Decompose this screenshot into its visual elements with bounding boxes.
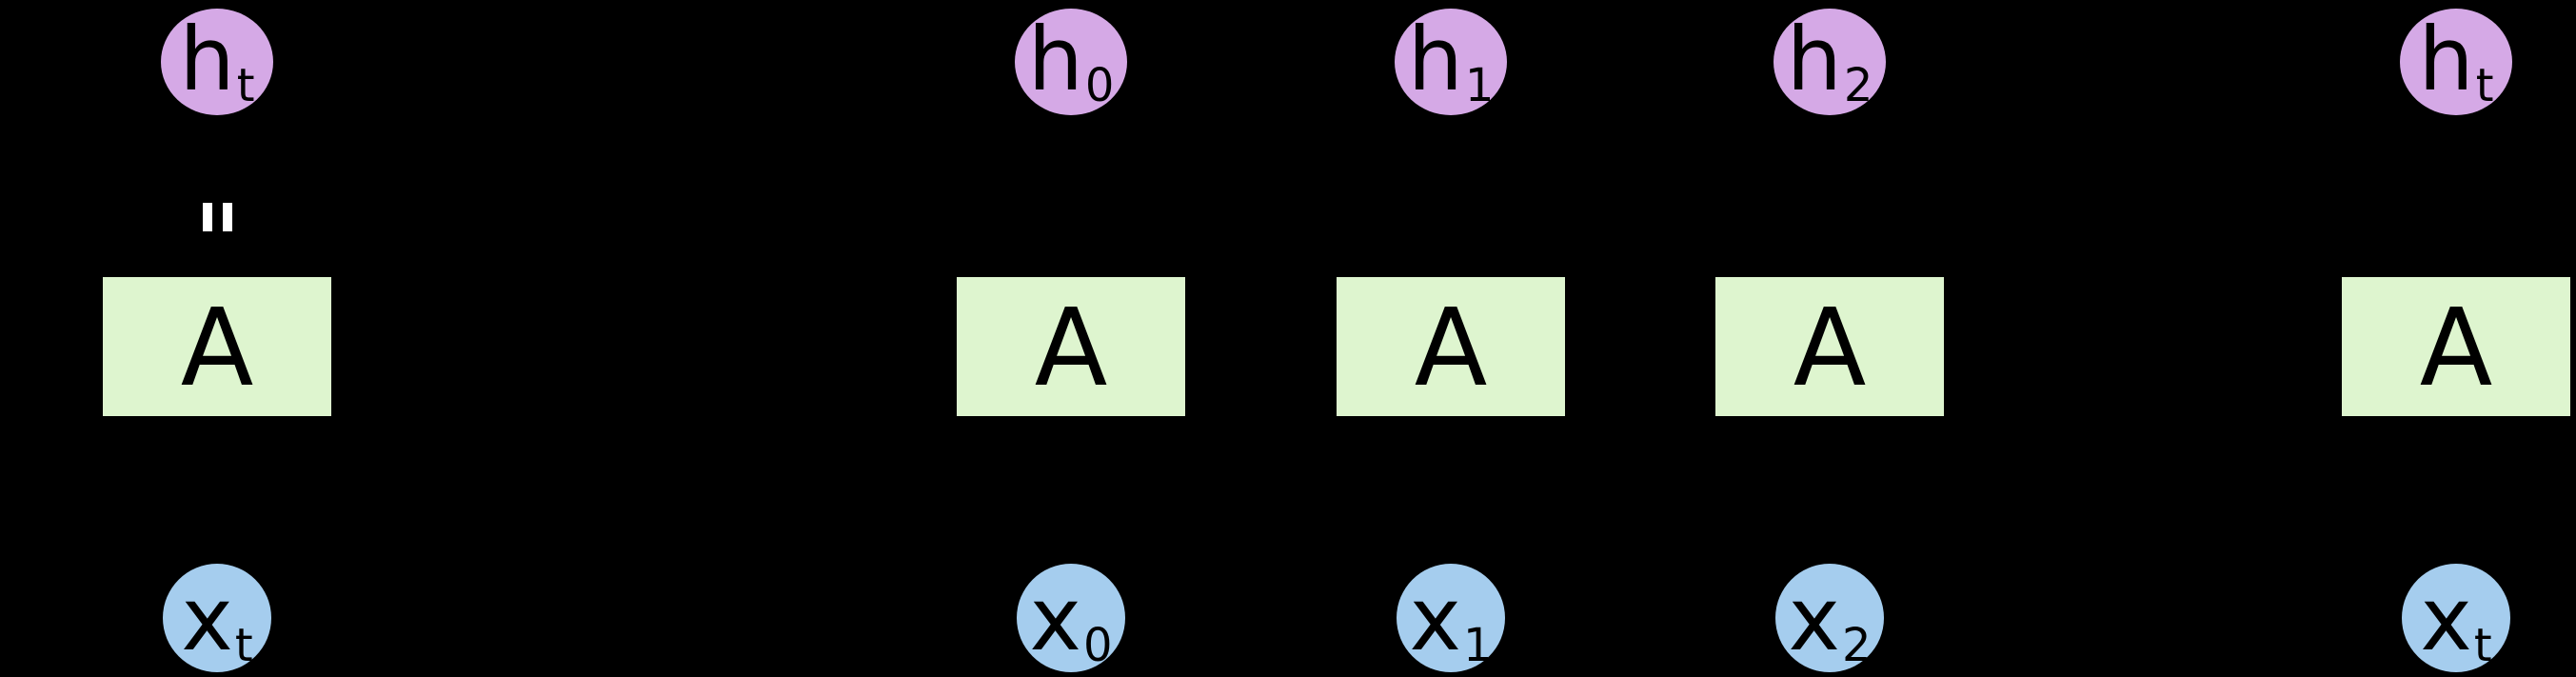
rnn-cell-box: A	[957, 277, 1185, 416]
input-label: x 2	[1788, 568, 1872, 670]
hidden-state-label: h t	[179, 9, 254, 110]
input-subscript: t	[2473, 619, 2492, 672]
hidden-state-subscript: 1	[1464, 59, 1495, 112]
hidden-state-node: h 2	[1773, 9, 1886, 115]
hidden-state-subscript: t	[2475, 59, 2494, 112]
input-label: x 0	[1029, 568, 1113, 670]
hidden-state-letter: h	[2418, 9, 2474, 110]
input-node: x t	[163, 564, 271, 672]
input-node: x t	[2402, 564, 2510, 672]
hidden-state-label: h 2	[1786, 9, 1873, 110]
rnn-cell-label: A	[1793, 287, 1867, 410]
equals-bar-left	[203, 203, 212, 231]
input-letter: x	[1409, 568, 1461, 670]
hidden-state-label: h 1	[1407, 9, 1495, 110]
hidden-state-node: h t	[2400, 9, 2512, 115]
input-node: x 1	[1397, 564, 1505, 672]
input-letter: x	[2420, 568, 2472, 670]
rnn-cell-box: A	[2342, 277, 2570, 416]
rnn-cell-label: A	[1034, 287, 1108, 410]
input-subscript: 0	[1082, 619, 1113, 672]
input-label: x t	[181, 568, 252, 670]
input-subscript: t	[234, 619, 253, 672]
rnn-cell-label: A	[1414, 287, 1488, 410]
hidden-state-letter: h	[1027, 9, 1083, 110]
rnn-cell-box: A	[1715, 277, 1944, 416]
hidden-state-label: h 0	[1027, 9, 1115, 110]
hidden-state-label: h t	[2418, 9, 2493, 110]
input-node: x 0	[1017, 564, 1125, 672]
hidden-state-node: h t	[161, 9, 273, 115]
hidden-state-node: h 1	[1395, 9, 1507, 115]
equals-bar-right	[223, 203, 232, 231]
hidden-state-node: h 0	[1015, 9, 1127, 115]
hidden-state-subscript: 2	[1843, 59, 1873, 112]
input-subscript: 2	[1841, 619, 1872, 672]
input-subscript: 1	[1462, 619, 1493, 672]
rnn-cell-label: A	[2419, 287, 2493, 410]
hidden-state-letter: h	[1407, 9, 1463, 110]
equals-mark-icon	[203, 203, 232, 231]
hidden-state-letter: h	[179, 9, 235, 110]
input-letter: x	[1029, 568, 1081, 670]
input-letter: x	[1788, 568, 1840, 670]
rnn-cell-box: A	[103, 277, 331, 416]
hidden-state-subscript: t	[236, 59, 255, 112]
rnn-cell-label: A	[180, 287, 254, 410]
hidden-state-subscript: 0	[1084, 59, 1115, 112]
input-label: x t	[2420, 568, 2491, 670]
input-letter: x	[181, 568, 233, 670]
rnn-cell-box: A	[1337, 277, 1565, 416]
hidden-state-letter: h	[1786, 9, 1842, 110]
input-label: x 1	[1409, 568, 1493, 670]
input-node: x 2	[1775, 564, 1884, 672]
